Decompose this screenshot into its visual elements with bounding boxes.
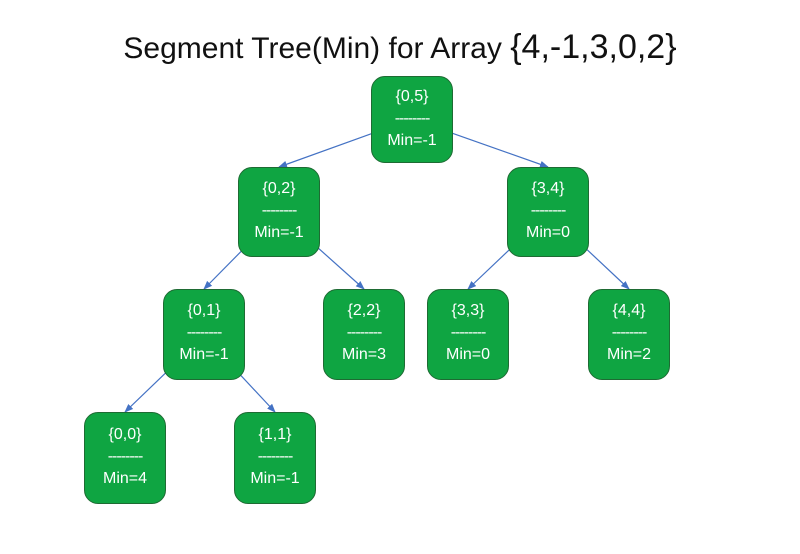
node-3-4: {3,4} -------- Min=0	[507, 167, 589, 257]
node-1-1: {1,1} -------- Min=-1	[234, 412, 316, 504]
node-0-5: {0,5} -------- Min=-1	[371, 76, 453, 163]
diagram-title: Segment Tree(Min) for Array {4,-1,3,0,2}	[0, 28, 800, 67]
node-separator: --------	[261, 202, 298, 219]
node-2-2: {2,2} -------- Min=3	[323, 289, 405, 380]
node-range: {1,1}	[258, 426, 292, 443]
node-range: {0,2}	[262, 180, 296, 197]
node-min: Min=0	[445, 346, 491, 363]
node-min: Min=-1	[254, 224, 304, 241]
node-min: Min=0	[525, 224, 571, 241]
node-separator: --------	[257, 448, 294, 465]
node-range: {3,4}	[531, 180, 565, 197]
node-range: {0,0}	[108, 426, 142, 443]
node-min: Min=3	[341, 346, 387, 363]
node-0-0: {0,0} -------- Min=4	[84, 412, 166, 504]
node-min: Min=-1	[387, 132, 437, 149]
node-0-1: {0,1} -------- Min=-1	[163, 289, 245, 380]
node-min: Min=4	[102, 470, 148, 487]
node-separator: --------	[450, 324, 487, 341]
node-3-3: {3,3} -------- Min=0	[427, 289, 509, 380]
node-range: {2,2}	[347, 302, 381, 319]
node-separator: --------	[346, 324, 383, 341]
node-min: Min=-1	[179, 346, 229, 363]
title-text: Segment Tree(Min) for Array	[123, 32, 511, 65]
node-separator: --------	[611, 324, 648, 341]
node-range: {3,3}	[451, 302, 485, 319]
node-4-4: {4,4} -------- Min=2	[588, 289, 670, 380]
node-range: {4,4}	[612, 302, 646, 319]
node-separator: --------	[186, 324, 223, 341]
node-range: {0,1}	[187, 302, 221, 319]
node-separator: --------	[107, 448, 144, 465]
node-separator: --------	[394, 110, 431, 127]
title-array: {4,-1,3,0,2}	[510, 28, 677, 66]
node-min: Min=-1	[250, 470, 300, 487]
node-0-2: {0,2} -------- Min=-1	[238, 167, 320, 257]
node-range: {0,5}	[395, 88, 429, 105]
node-min: Min=2	[606, 346, 652, 363]
node-separator: --------	[530, 202, 567, 219]
